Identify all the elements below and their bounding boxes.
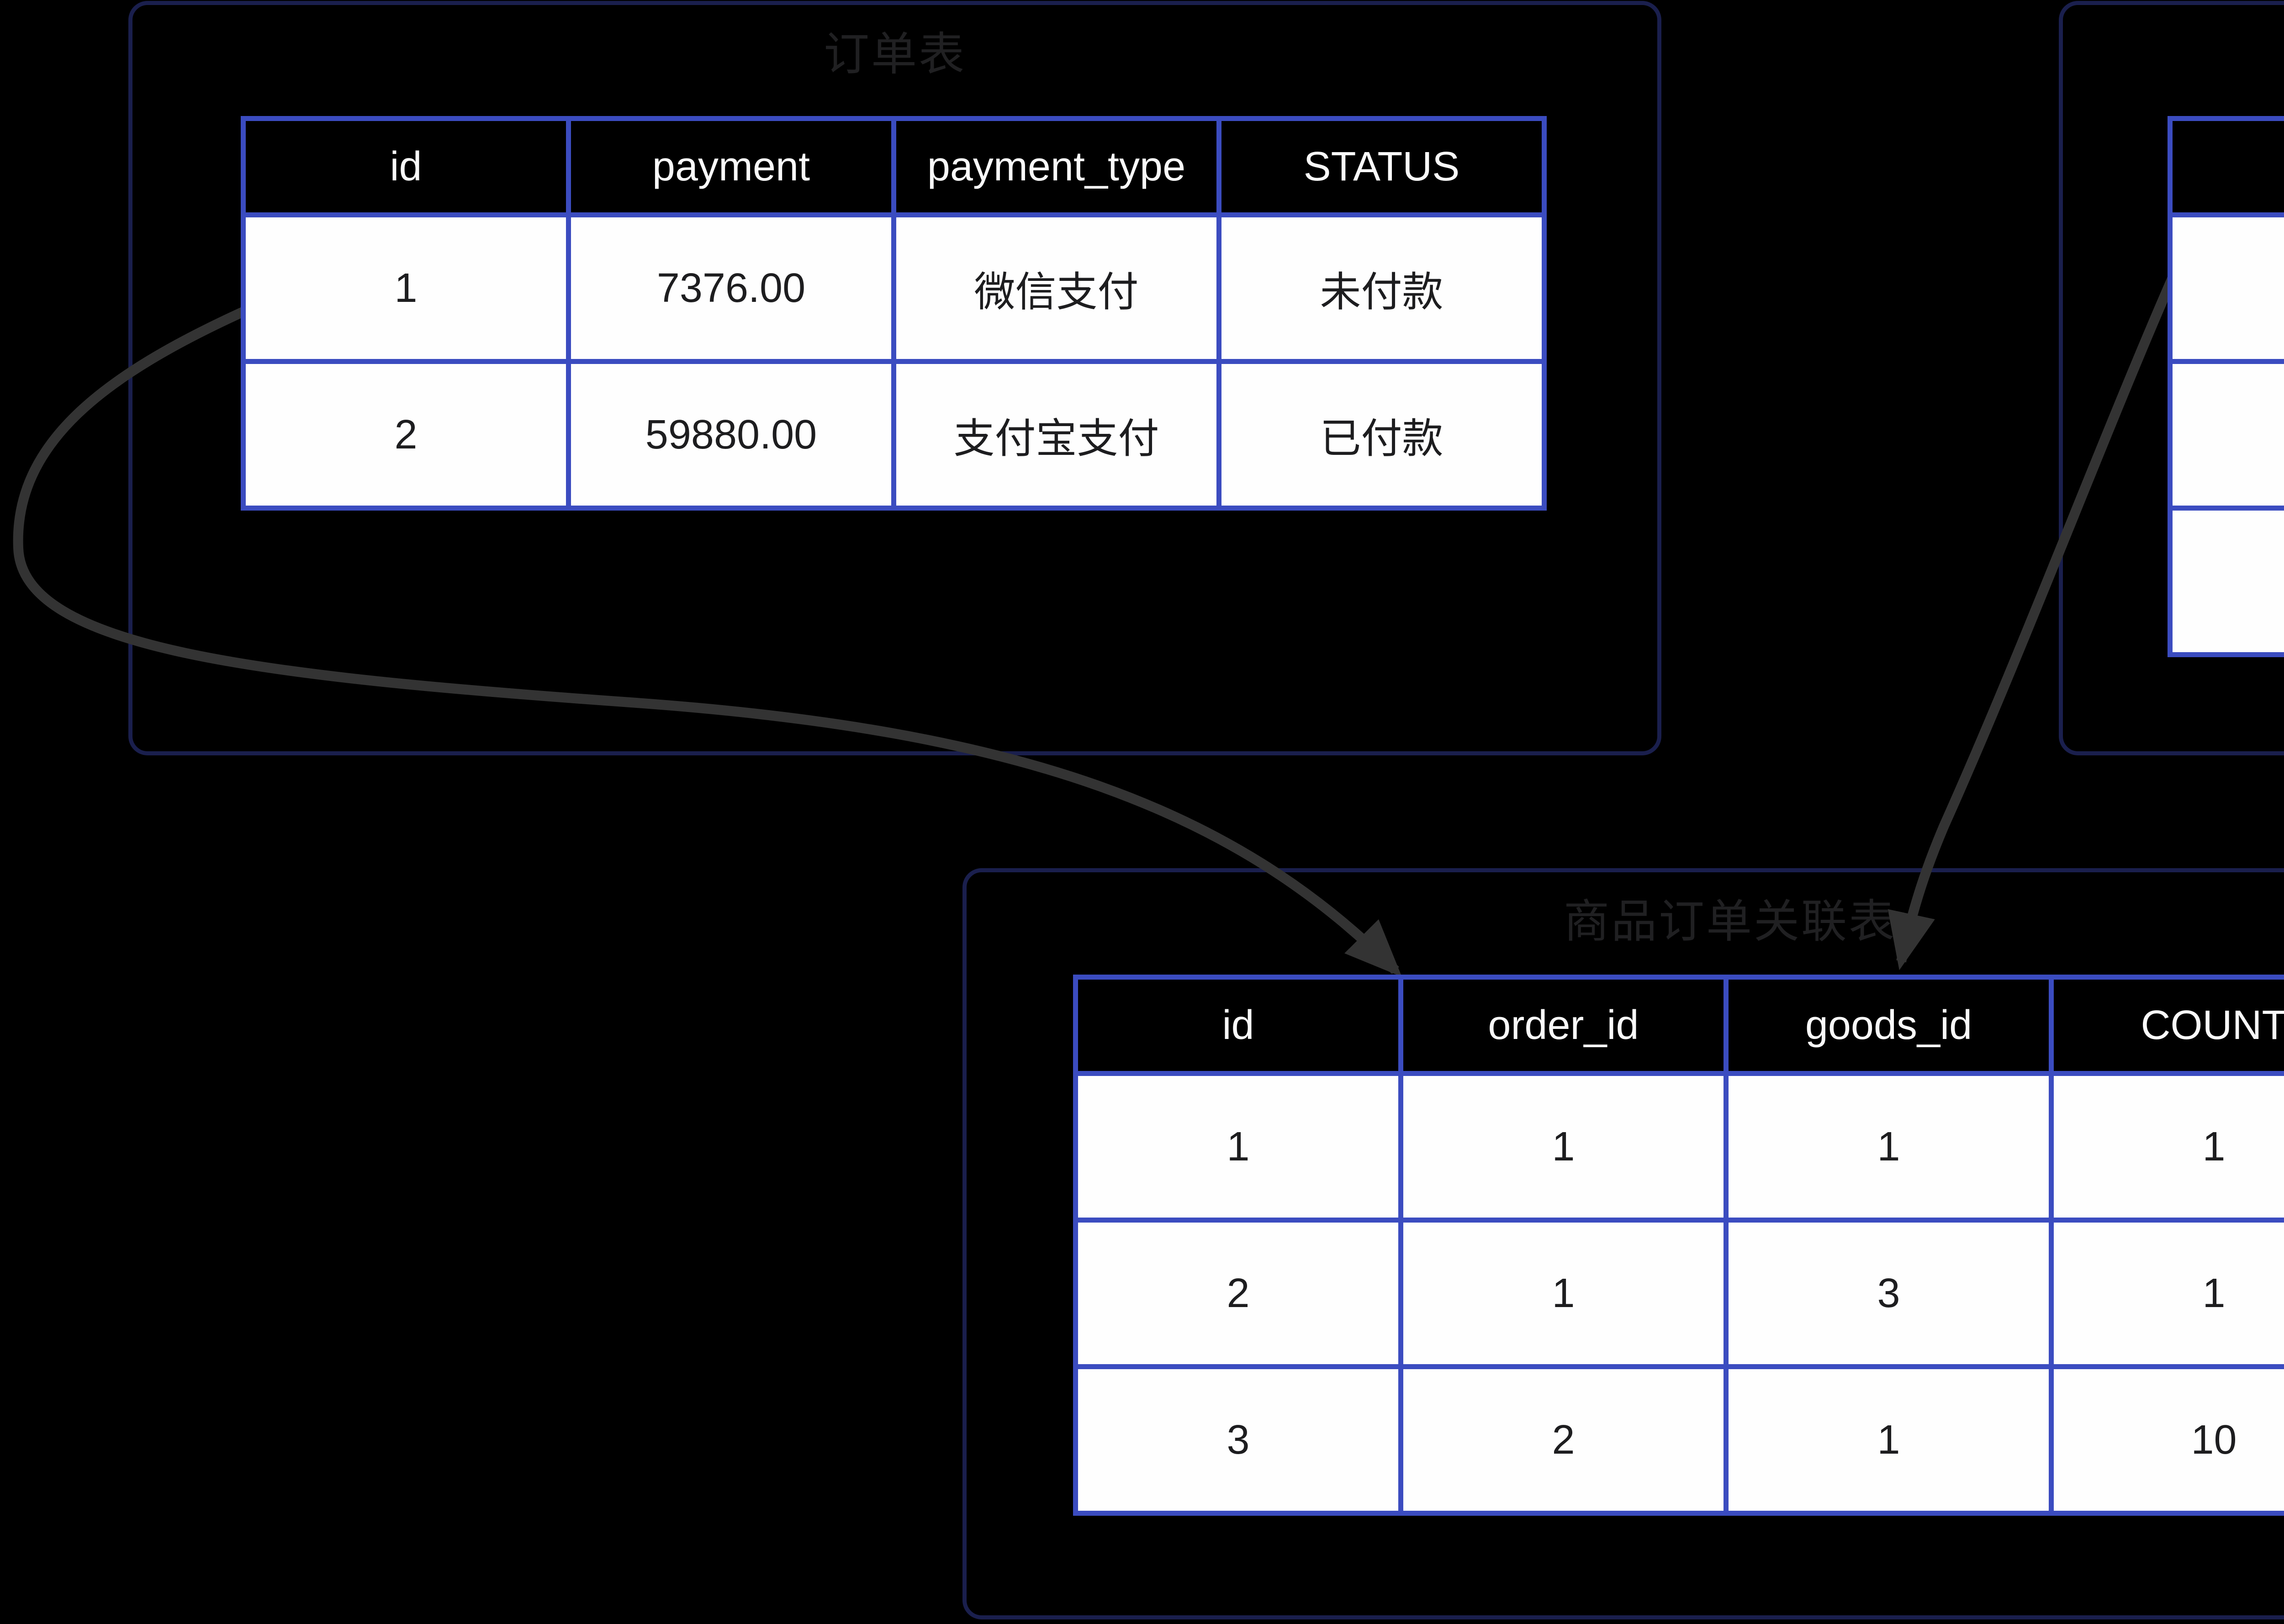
table-cell: 3 — [1724, 1218, 2054, 1369]
goods-orders-link-table-title: 商品订单关联表 — [1564, 896, 1896, 947]
table-cell: 1 — [1724, 1071, 2054, 1223]
column-header-goods_id: goods_id — [1724, 975, 2054, 1076]
column-header-STATUS: STATUS — [1216, 116, 1547, 217]
column-header-id: id — [241, 116, 571, 217]
table-cell: 微信支付 — [891, 212, 1221, 364]
goods-table-title: 商品表 — [2063, 27, 2284, 82]
table-cell: 1 — [241, 212, 571, 364]
goods-table: idtitleprice1手机5988.002酱油9.903手表1388.00 — [2168, 116, 2284, 657]
table-row: 3手表1388.00 — [2168, 506, 2284, 657]
table-cell: 1 — [2168, 212, 2284, 364]
table-cell: 2 — [2168, 359, 2284, 511]
table-cell: 2 — [1073, 1218, 1403, 1369]
table-cell: 1 — [1398, 1071, 1729, 1223]
table-cell: 1 — [1724, 1364, 2054, 1516]
header-row: idtitleprice — [2168, 116, 2284, 217]
table-cell: 1 — [2049, 1071, 2284, 1223]
column-header-order_id: order_id — [1398, 975, 1729, 1076]
goods-orders-link-table-container: 商品订单关联表 — [962, 868, 2284, 1619]
table-cell: 1 — [1073, 1071, 1403, 1223]
table-row: 2酱油9.90 — [2168, 359, 2284, 511]
column-header-id: id — [2168, 116, 2284, 217]
column-header-id: id — [1073, 975, 1403, 1076]
table-cell: 支付宝支付 — [891, 359, 1221, 511]
table-cell: 7376.00 — [566, 212, 896, 364]
table-cell: 3 — [1073, 1364, 1403, 1516]
table-row: 1手机5988.00 — [2168, 212, 2284, 364]
orders-table-title: 订单表 — [824, 29, 966, 80]
table-cell: 1 — [2049, 1218, 2284, 1369]
table-cell: 59880.00 — [566, 359, 896, 511]
table-cell: 1 — [1398, 1218, 1729, 1369]
table-cell: 2 — [241, 359, 571, 511]
table-cell: 10 — [2049, 1364, 2284, 1516]
table-cell: 未付款 — [1216, 212, 1547, 364]
column-header-payment: payment — [566, 116, 896, 217]
table-cell: 已付款 — [1216, 359, 1547, 511]
table-cell: 3 — [2168, 506, 2284, 657]
column-header-COUNT: COUNT — [2049, 975, 2284, 1076]
column-header-payment_type: payment_type — [891, 116, 1221, 217]
table-cell: 2 — [1398, 1364, 1729, 1516]
